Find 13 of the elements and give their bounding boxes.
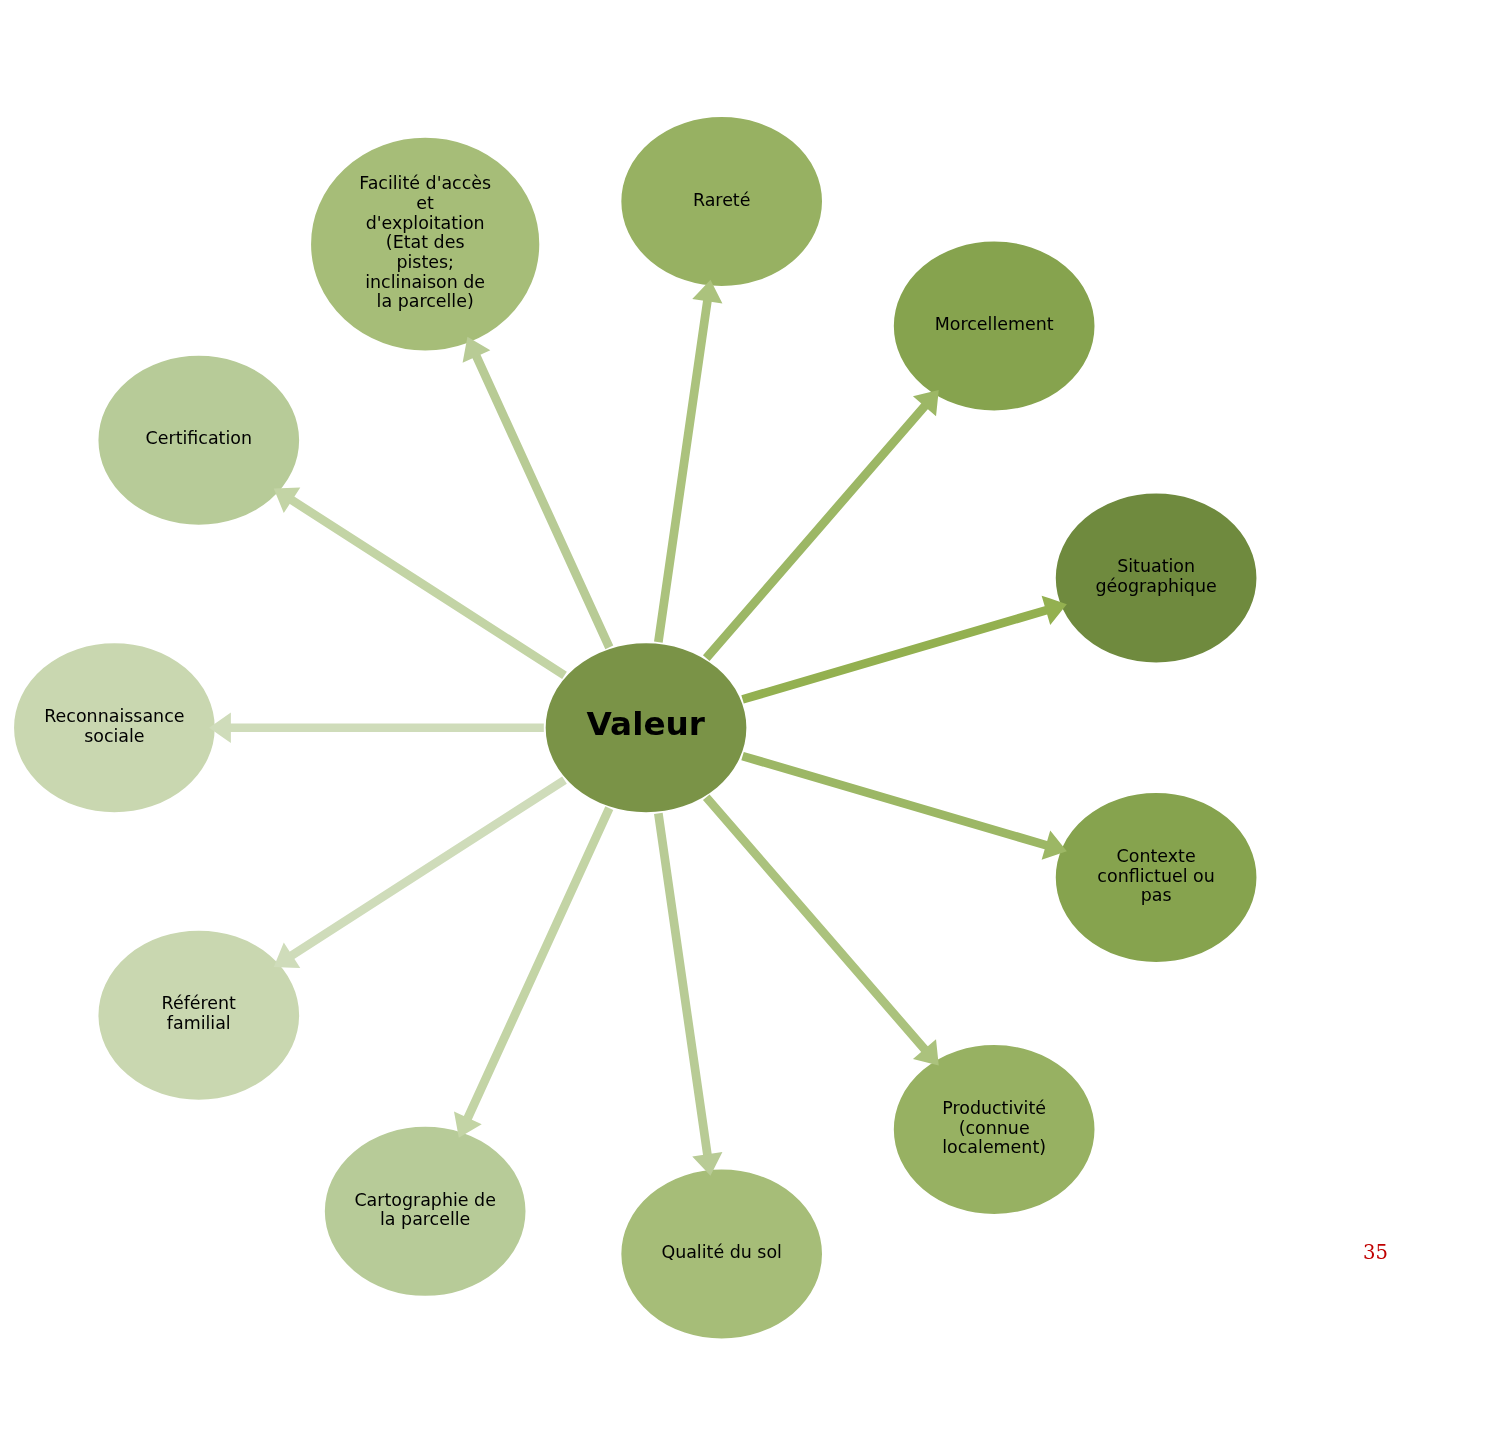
label: 35 [1363, 1240, 1389, 1264]
arrow [702, 389, 939, 661]
arrow [454, 805, 614, 1138]
arrow [654, 279, 723, 643]
arrow [273, 486, 567, 679]
arrow [741, 751, 1067, 860]
arrow [654, 812, 723, 1176]
arrow [209, 712, 544, 743]
arrow [741, 595, 1067, 704]
arrow [273, 775, 567, 968]
node-ellipse: Cartographie de la parcelle [321, 1123, 529, 1299]
arrow [462, 336, 614, 649]
arrow [702, 793, 939, 1066]
